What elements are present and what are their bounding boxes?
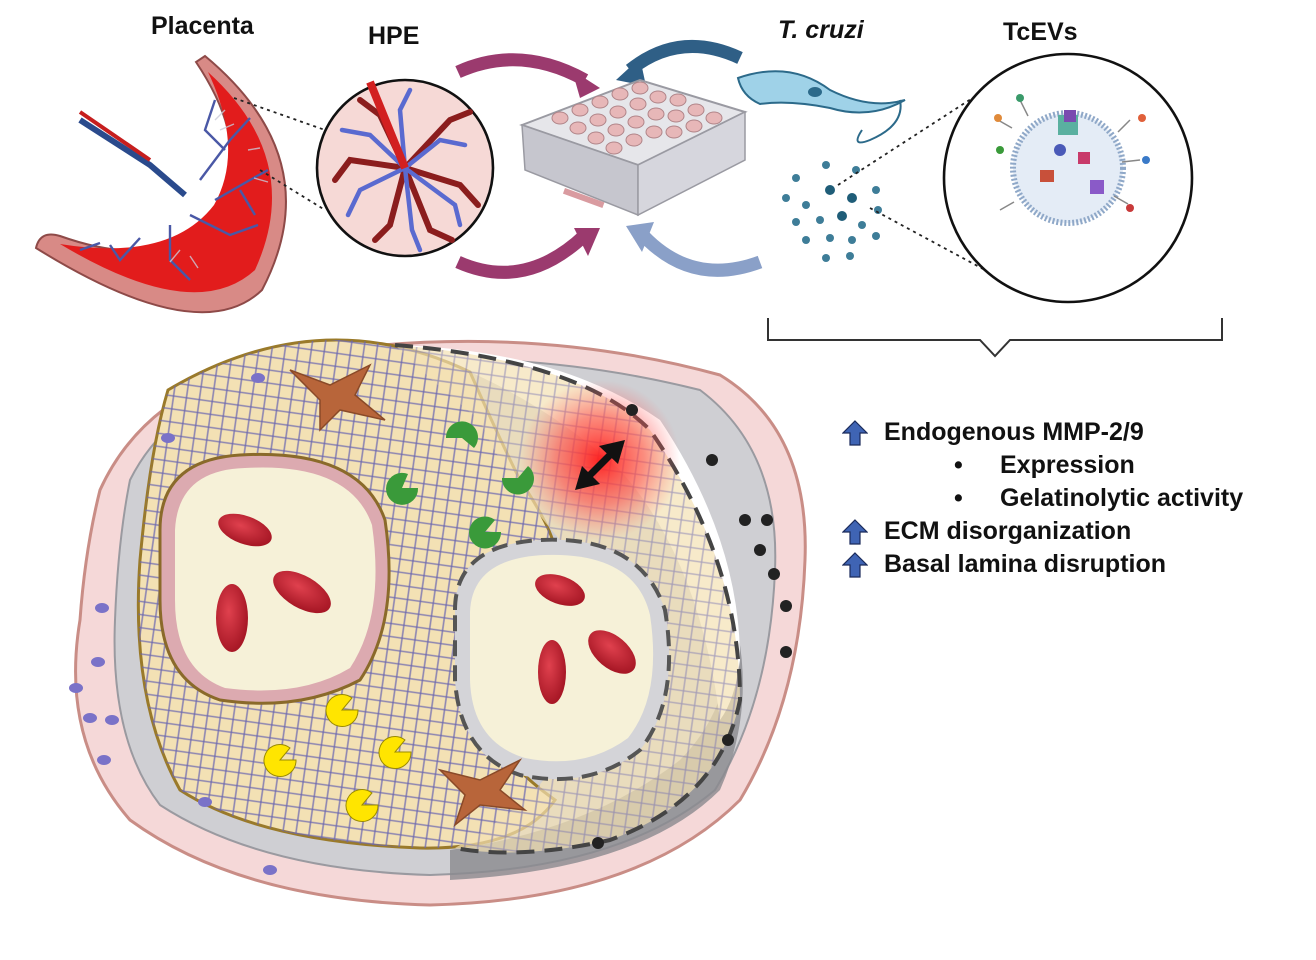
up-arrow-icon	[842, 420, 868, 446]
bullet: •	[954, 451, 963, 479]
fibroblast-cells	[289, 363, 528, 828]
bullet: •	[954, 484, 963, 512]
arrow-head	[572, 70, 600, 98]
effect-sublabel: Gelatinolytic activity	[1000, 484, 1244, 512]
well-plate	[519, 78, 748, 217]
effect-item: Endogenous MMP-2/9	[838, 416, 1308, 449]
red-blood-cells	[216, 513, 636, 704]
label-hpe: HPE	[368, 22, 420, 50]
mmp-yellow-molecules	[263, 694, 412, 822]
tcev-zoom-circle	[942, 52, 1194, 304]
arrow-hpe-to-plate-bottom	[455, 230, 590, 279]
arrow-head	[626, 222, 654, 252]
effect-item: Basal lamina disruption	[838, 548, 1308, 581]
effects-list: Endogenous MMP-2/9 • Expression • Gelati…	[838, 416, 1308, 581]
zoom-line	[837, 87, 989, 186]
label-tcevs: TcEVs	[1003, 18, 1078, 46]
tcev-particles	[782, 161, 882, 262]
arrow-tcevs-to-plate	[635, 227, 763, 277]
effect-subitem: • Expression	[838, 449, 1308, 482]
double-arrow-icon	[575, 440, 625, 490]
label-t-cruzi: T. cruzi	[778, 16, 864, 44]
zoom-line	[259, 169, 326, 211]
hpe-zoom-circle	[315, 78, 495, 258]
zoom-line	[869, 207, 986, 271]
up-arrow-icon	[842, 519, 868, 545]
effect-subitem: • Gelatinolytic activity	[838, 482, 1308, 515]
t-cruzi-parasite	[736, 70, 906, 144]
mmp-green-molecules	[386, 421, 534, 549]
bracket	[767, 318, 1223, 358]
zoom-line	[233, 97, 326, 131]
effect-item: ECM disorganization	[838, 515, 1308, 548]
label-placenta: Placenta	[151, 12, 254, 40]
effect-label: ECM disorganization	[884, 517, 1132, 545]
arrow-head	[616, 58, 646, 86]
arrow-tcruzi-to-plate	[625, 39, 743, 76]
placenta-illustration	[34, 54, 287, 314]
cell-nuclei	[69, 373, 792, 875]
arrow-hpe-to-plate-top	[455, 53, 589, 86]
effect-sublabel: Expression	[1000, 451, 1135, 479]
up-arrow-icon	[842, 552, 868, 578]
effect-label: Endogenous MMP-2/9	[884, 418, 1144, 446]
effect-label: Basal lamina disruption	[884, 550, 1167, 578]
arrow-head	[574, 228, 600, 256]
